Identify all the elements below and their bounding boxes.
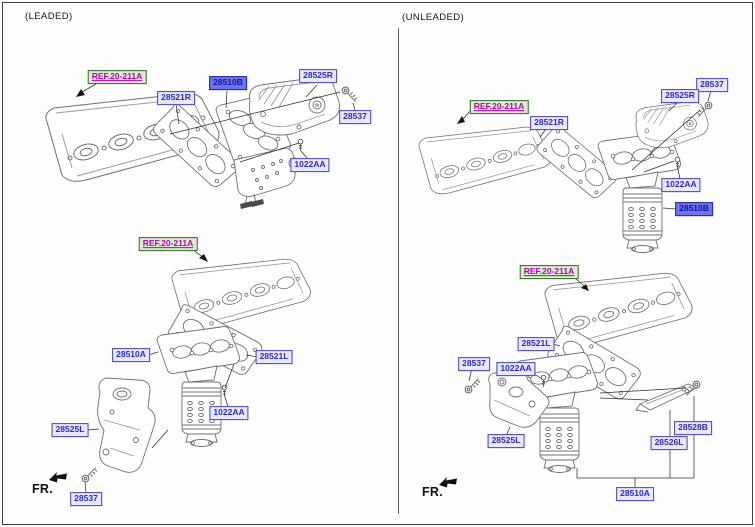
part-label-28537-unleaded-bottom[interactable]: 28537 [458,357,490,371]
leaded-bottom-assembly-drawing [49,249,311,494]
part-label-28537-leaded-bottom[interactable]: 28537 [70,492,102,506]
part-label-28537-unleaded-top[interactable]: 28537 [696,78,728,92]
part-label-1022AA-leaded-top[interactable]: 1022AA [290,158,330,172]
fr-indicator-leaded: FR. [32,482,54,496]
part-label-28510B-leaded-highlighted[interactable]: 28510B [209,76,247,90]
fr-indicator-unleaded: FR. [422,485,444,499]
part-label-28521L-leaded[interactable]: 28521L [255,350,293,364]
part-label-1022AA-leaded-bottom[interactable]: 1022AA [209,406,249,420]
ref-label-20-211A-leaded-top[interactable]: REF.20-211A [87,70,147,84]
panel-title-leaded: (LEADED) [25,11,73,22]
part-label-28510A-unleaded[interactable]: 28510A [616,487,654,501]
part-label-28521R-leaded[interactable]: 28521R [157,91,195,105]
ref-label-20-211A-unleaded-bottom[interactable]: REF.20-211A [519,265,579,279]
fr-direction-arrow-unleaded [439,477,457,488]
part-label-28510A-leaded[interactable]: 28510A [112,348,150,362]
part-label-28526L-unleaded[interactable]: 28526L [650,436,688,450]
part-label-28525L-unleaded[interactable]: 28525L [487,434,525,448]
part-label-28537-leaded-top[interactable]: 28537 [339,110,371,124]
part-label-28525R-leaded[interactable]: 28525R [299,69,337,83]
part-label-28521R-unleaded[interactable]: 28521R [530,116,568,130]
panel-divider-line [398,28,399,514]
part-label-28510B-unleaded-highlighted[interactable]: 28510B [675,202,713,216]
part-label-28528B-unleaded[interactable]: 28528B [674,421,712,435]
part-label-28525L-leaded[interactable]: 28525L [51,423,89,437]
fr-direction-arrow-leaded [49,472,67,483]
leaded-top-assembly-drawing [45,77,358,209]
part-label-28521L-unleaded[interactable]: 28521L [517,337,555,351]
unleaded-top-assembly-drawing [418,89,713,253]
unleaded-bottom-assembly-drawing [439,272,701,488]
panel-title-unleaded: (UNLEADED) [402,12,465,23]
part-label-1022AA-unleaded-top[interactable]: 1022AA [661,178,701,192]
part-label-28525R-unleaded[interactable]: 28525R [661,89,699,103]
ref-label-20-211A-leaded-bottom[interactable]: REF.20-211A [138,237,198,251]
ref-label-20-211A-unleaded-top[interactable]: REF.20-211A [469,100,529,114]
part-label-1022AA-unleaded-bottom[interactable]: 1022AA [496,362,536,376]
